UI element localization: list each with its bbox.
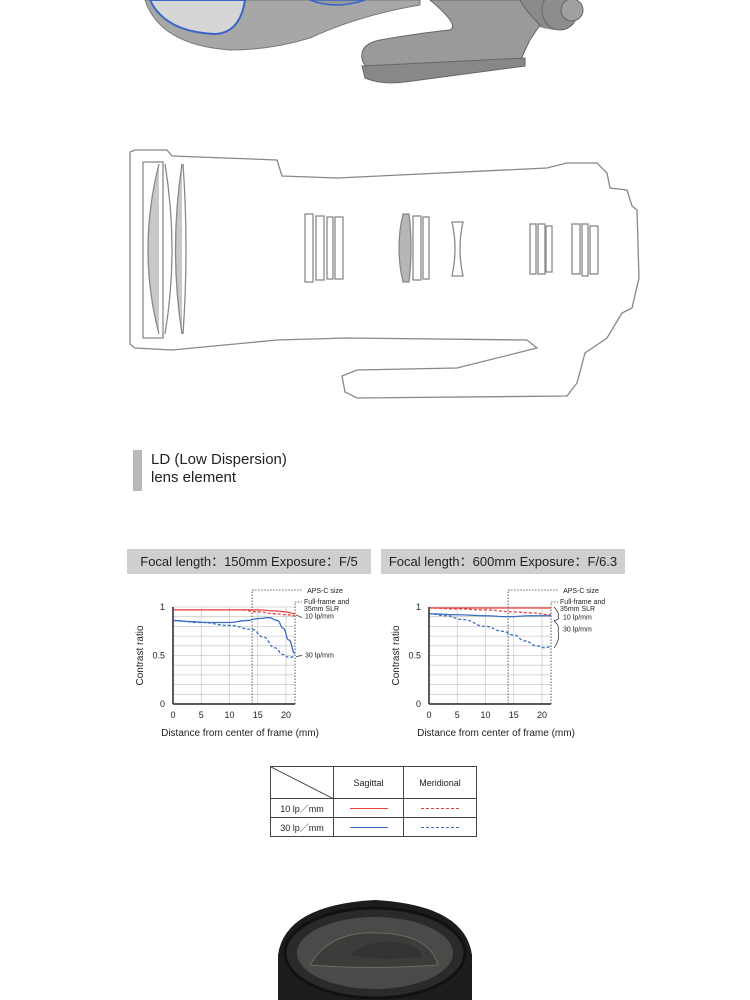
series-line-30-lp-mm-meridional	[428, 613, 552, 649]
x-tick-label: 20	[281, 710, 291, 720]
lens-tripod-foot-render	[144, 0, 584, 84]
x-tick-label: 15	[253, 710, 263, 720]
chart2-title: Focal length：600mm Exposure：F/6.3	[381, 549, 625, 574]
series-line-30-lp-mm-sagittal	[172, 617, 296, 655]
ld-legend-label: LD (Low Dispersion) lens element	[151, 451, 287, 487]
chart1-title: Focal length：150mm Exposure：F/5	[127, 549, 371, 574]
series-line-10-lp-mm-meridional	[428, 607, 552, 616]
legend-sample-10-meridional	[403, 798, 477, 818]
full-frame-boundary-line	[550, 601, 559, 704]
apsc-label: APS-C size	[563, 588, 599, 595]
pointer-30lp	[295, 655, 303, 657]
x-tick-label: 0	[170, 710, 175, 720]
series-line-30-lp-mm-sagittal	[428, 613, 552, 618]
legend-sample-10-sagittal	[333, 798, 404, 818]
x-tick-label: 10	[480, 710, 490, 720]
ld-label-line2: lens element	[151, 469, 237, 486]
x-tick-label: 15	[509, 710, 519, 720]
series-line-10-lp-mm-sagittal	[172, 609, 296, 615]
y-tick-label: 0	[416, 699, 421, 709]
y-tick-label: 1	[416, 602, 421, 612]
brace-30lp	[553, 620, 559, 648]
full-frame-label-line2: 35mm SLR	[304, 606, 339, 613]
mtf-legend-table: Sagittal Meridional 10 lp／mm 30 lp／mm	[270, 766, 477, 837]
full-frame-label-line1: Full-frame and	[560, 599, 605, 606]
series-line-10-lp-mm-meridional	[172, 609, 296, 617]
x-tick-label: 20	[537, 710, 547, 720]
legend-sample-30-meridional	[403, 817, 477, 837]
full-frame-label-line1: Full-frame and	[304, 599, 349, 606]
apsc-label: APS-C size	[307, 588, 343, 595]
pointer-10lp	[295, 614, 303, 618]
x-axis-label: Distance from center of frame (mm)	[417, 728, 575, 739]
full-frame-label-line2: 35mm SLR	[560, 606, 595, 613]
brace-10lp	[553, 606, 559, 621]
y-axis-label: Contrast ratio	[135, 625, 146, 685]
lens-front-photo	[278, 900, 472, 1000]
lens-construction-diagram	[129, 149, 640, 399]
label-30lp: 30 lp/mm	[563, 626, 592, 633]
label-10lp: 10 lp/mm	[563, 615, 592, 622]
label-30lp: 30 lp/mm	[305, 652, 334, 659]
legend-header-sagittal: Sagittal	[333, 766, 404, 799]
x-tick-label: 5	[199, 710, 204, 720]
label-10lp: 10 lp/mm	[305, 614, 334, 621]
x-tick-label: 10	[224, 710, 234, 720]
legend-row-label: 10 lp／mm	[270, 798, 334, 818]
y-tick-label: 0	[160, 699, 165, 709]
y-axis-label: Contrast ratio	[391, 625, 402, 685]
legend-sample-30-sagittal	[333, 817, 404, 837]
y-tick-label: 0.5	[152, 651, 165, 661]
legend-header-meridional: Meridional	[403, 766, 477, 799]
ld-color-swatch	[133, 450, 142, 491]
x-axis-label: Distance from center of frame (mm)	[161, 728, 319, 739]
series-line-30-lp-mm-meridional	[172, 619, 296, 659]
x-tick-label: 5	[455, 710, 460, 720]
legend-corner-cell	[270, 766, 334, 799]
x-tick-label: 0	[426, 710, 431, 720]
ld-label-line1: LD (Low Dispersion)	[151, 451, 287, 468]
apsc-boundary-line	[507, 589, 559, 704]
apsc-boundary-line	[251, 589, 303, 704]
legend-row-label: 30 lp／mm	[270, 817, 334, 837]
y-tick-label: 0.5	[408, 651, 421, 661]
y-tick-label: 1	[160, 602, 165, 612]
